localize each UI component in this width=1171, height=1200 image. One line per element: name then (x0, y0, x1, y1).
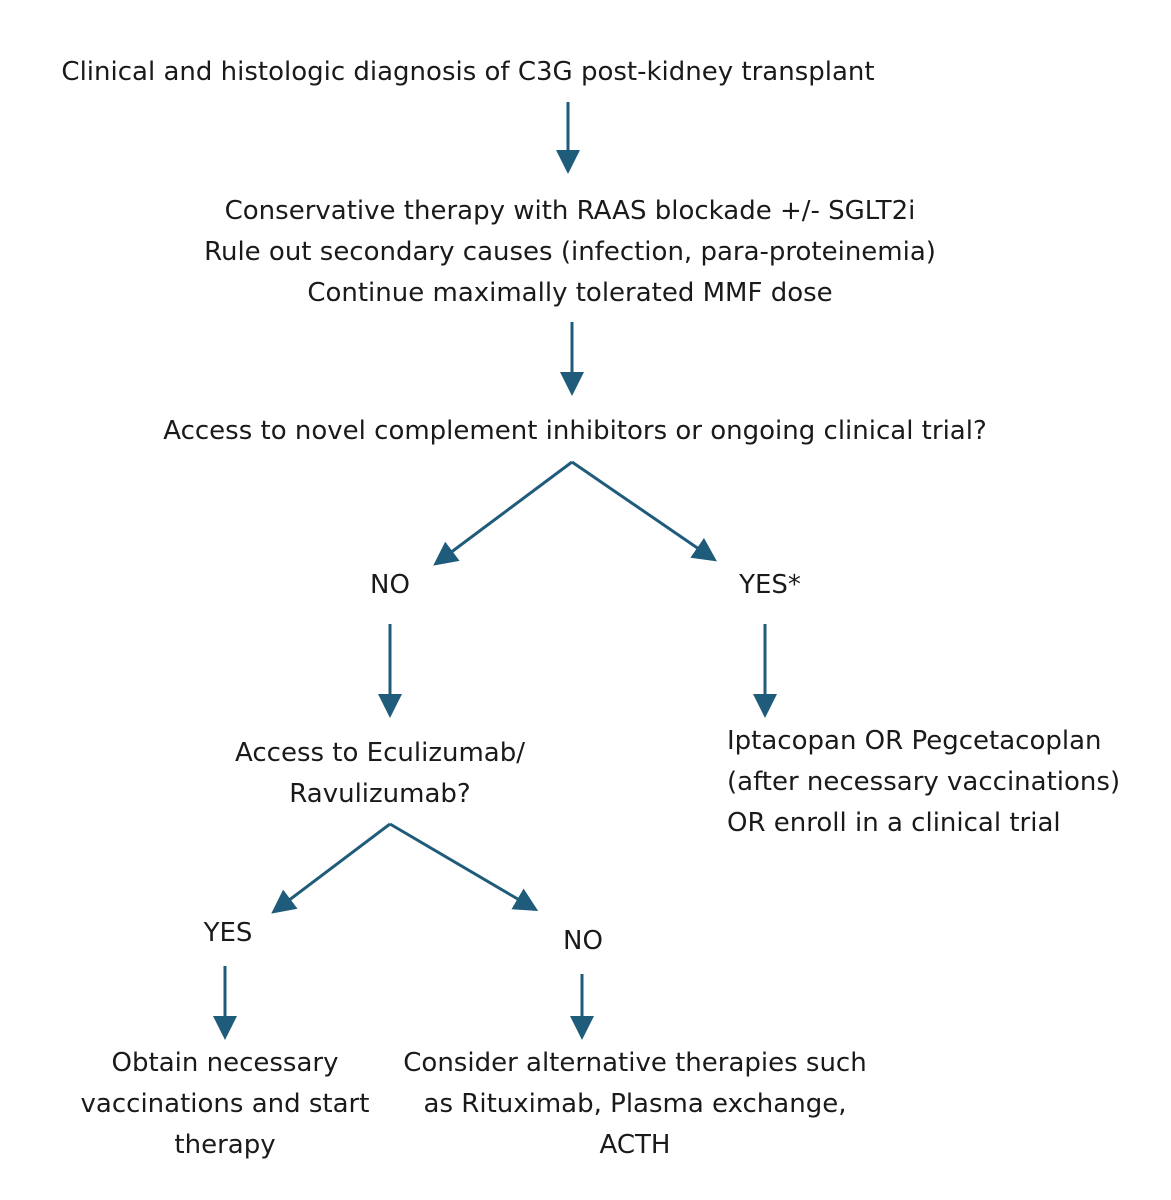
therapy-line-2: Rule out secondary causes (infection, pa… (204, 237, 936, 267)
iptacopan-outcome: Iptacopan OR Pegcetacoplan (after necess… (727, 721, 1167, 844)
outcome-no2-line-2: as Rituximab, Plasma exchange, (423, 1089, 847, 1119)
yes-branch-label: YES* (739, 570, 801, 600)
arrow-question1-to-no (433, 460, 573, 566)
yes2-label: YES (203, 918, 253, 948)
alternative-therapies-outcome: Consider alternative therapies such as R… (370, 1043, 900, 1166)
arrow-question2-to-no (389, 822, 539, 912)
diagnosis-text: Clinical and histologic diagnosis of C3G… (61, 57, 875, 87)
question2-line-2: Ravulizumab? (289, 779, 471, 809)
outcome-yes2-line-1: Obtain necessary (111, 1048, 339, 1078)
outcome-yes2-line-3: therapy (174, 1130, 276, 1160)
outcome-yes1-line-1: Iptacopan OR Pegcetacoplan (727, 726, 1102, 756)
outcome-yes1-line-2: (after necessary vaccinations) (727, 767, 1121, 797)
question1-text: Access to novel complement inhibitors or… (163, 416, 987, 446)
arrow-question1-to-yes (571, 460, 717, 562)
conservative-therapy-step: Conservative therapy with RAAS blockade … (160, 191, 980, 314)
outcome-no2-line-3: ACTH (599, 1130, 671, 1160)
question2-line-1: Access to Eculizumab/ (235, 738, 525, 768)
outcome-yes1-line-3: OR enroll in a clinical trial (727, 808, 1061, 838)
vaccination-outcome: Obtain necessary vaccinations and start … (50, 1043, 400, 1166)
diagnosis-step: Clinical and histologic diagnosis of C3G… (28, 52, 908, 93)
therapy-line-1: Conservative therapy with RAAS blockade … (224, 196, 916, 226)
outcome-no2-line-1: Consider alternative therapies such (403, 1048, 867, 1078)
arrow-question2-to-yes (271, 822, 391, 914)
no2-label: NO (563, 926, 603, 956)
outcome-yes2-line-2: vaccinations and start (80, 1089, 370, 1119)
no-branch-label: NO (370, 570, 410, 600)
eculizumab-question: Access to Eculizumab/ Ravulizumab? (180, 733, 580, 815)
therapy-line-3: Continue maximally tolerated MMF dose (307, 278, 833, 308)
novel-inhibitor-question: Access to novel complement inhibitors or… (80, 411, 1070, 452)
